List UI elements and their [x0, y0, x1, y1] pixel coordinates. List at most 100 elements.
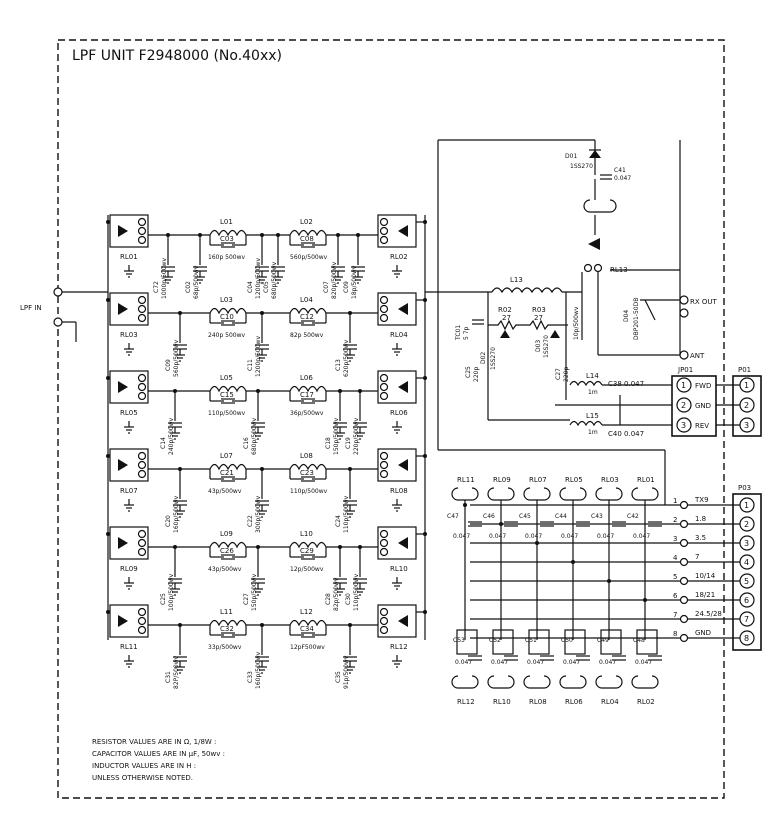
- inductor-l01: L01: [220, 218, 233, 226]
- driver-coil-rl11-label: RL11: [457, 476, 475, 484]
- cap-c35: C35: [335, 671, 342, 683]
- unit-border: [57, 39, 725, 799]
- cap-c30: C30: [345, 593, 352, 605]
- cap-c42-value: 0.047: [633, 533, 650, 540]
- cap-c21: C21: [220, 469, 234, 477]
- jp01-signal-fwd: FWD: [695, 382, 711, 390]
- relay-rl06: RL06: [377, 370, 417, 434]
- p03-signal-3: 3.5: [695, 534, 706, 542]
- d01-type: 1SS270: [570, 163, 593, 170]
- cap-c34-value: 12pF500wv: [290, 644, 325, 651]
- cap-c12-value: 82p 500wv: [290, 332, 324, 339]
- cap-c14: C14: [160, 437, 167, 449]
- d02-type: 1SS270: [490, 347, 497, 370]
- cap-c35-value: 91p/500wv: [343, 655, 350, 689]
- c27-val: 220p: [563, 367, 570, 382]
- d02-label: D02: [480, 352, 487, 364]
- p01-pin-3: [739, 417, 755, 433]
- relay-rl03-label: RL03: [120, 331, 138, 339]
- cap-c72: C72: [153, 281, 160, 293]
- driver-coil-rl10-label: RL10: [493, 698, 511, 706]
- p03-term-7: [679, 614, 689, 624]
- cap-c44-value: 0.047: [561, 533, 578, 540]
- driver-coil-rl01-label: RL01: [637, 476, 655, 484]
- cap-c51-value: 0.047: [527, 659, 544, 666]
- p03-term-4-number: 4: [673, 554, 678, 562]
- relay-rl08-label: RL08: [390, 487, 408, 495]
- ant-label: ANT: [690, 352, 705, 360]
- cap-c50-value: 0.047: [563, 659, 580, 666]
- inductor-l07: L07: [220, 452, 233, 460]
- cap-c20: C20: [165, 515, 172, 527]
- cap-c31-value: 82P/500wv: [173, 655, 180, 689]
- cap-c22: C22: [247, 515, 254, 527]
- relay-rl12-label: RL12: [390, 643, 408, 651]
- p01-label: P01: [738, 366, 751, 374]
- relay-rl09-diode-icon: [118, 537, 128, 549]
- inductor-l06: L06: [300, 374, 313, 382]
- relay-rl02-diode-icon: [398, 225, 408, 237]
- cap-c32-value: 33p/500wv: [208, 644, 242, 651]
- cap-c26: C26: [220, 547, 234, 555]
- p03-signal-8: GND: [695, 629, 711, 637]
- p01-pin-3-number: 3: [744, 421, 749, 430]
- d03-label: D03: [535, 340, 542, 352]
- jp01-signal-gnd: GND: [695, 402, 711, 410]
- p03-term-3-number: 3: [673, 535, 677, 543]
- d03-type: 1SS270: [543, 335, 550, 358]
- lpf-in-gnd-pin: [53, 317, 63, 327]
- r02-label: R02: [498, 306, 512, 314]
- p03-term-2: [679, 519, 689, 529]
- cap-c27: C27: [243, 593, 250, 605]
- rx-out-label: RX OUT: [690, 298, 718, 306]
- cap-c32: C32: [220, 625, 234, 633]
- inductor-l03: L03: [220, 296, 233, 304]
- r02-val: 27: [502, 314, 511, 322]
- cap-c46-value: 0.047: [489, 533, 506, 540]
- p01-connector: [732, 375, 762, 437]
- cap-c09: C09: [165, 359, 172, 371]
- cap-c09: C09: [343, 281, 350, 293]
- inductor-l02: L02: [300, 218, 313, 226]
- relay-rl10-label: RL10: [390, 565, 408, 573]
- jp01-connector: [671, 375, 717, 437]
- cap-c53-value: 0.047: [455, 659, 472, 666]
- relay-rl05-diode-icon: [118, 381, 128, 393]
- relay-rl11-label: RL11: [120, 643, 138, 651]
- cap-c48-value: 0.047: [635, 659, 652, 666]
- cap-c15-value: 110p/500wv: [208, 410, 246, 417]
- lpf-in-pin: [53, 287, 63, 297]
- driver-coil-rl12-label: RL12: [457, 698, 475, 706]
- cap-c43: C43: [591, 513, 603, 520]
- relay-rl01-label: RL01: [120, 253, 138, 261]
- p01-pin-1-number: 1: [744, 381, 749, 390]
- p03-pin-7-number: 7: [744, 615, 749, 624]
- cap-c25: C25: [160, 593, 167, 605]
- p01-pin-2: [739, 397, 755, 413]
- r03-label: R03: [532, 306, 546, 314]
- p03-term-6: [679, 595, 689, 605]
- jp01-pin-3: [676, 417, 692, 433]
- jp01-pin-1: [676, 377, 692, 393]
- p03-pin-5-number: 5: [744, 577, 749, 586]
- driver-coil-rl05-label: RL05: [565, 476, 583, 484]
- cap-c28-value: 82p/500wv: [333, 577, 340, 611]
- cap-c21-value: 43p/500wv: [208, 488, 242, 495]
- relay-rl11: RL11: [109, 604, 149, 668]
- p03-term-1-number: 1: [673, 497, 677, 505]
- cap-c29-value: 12p/500wv: [290, 566, 324, 573]
- p03-term-6-number: 6: [673, 592, 678, 600]
- relay-rl02-label: RL02: [390, 253, 408, 261]
- r03-val: 27: [534, 314, 543, 322]
- p03-term-8: [679, 633, 689, 643]
- p03-signal-5: 10/14: [695, 572, 716, 580]
